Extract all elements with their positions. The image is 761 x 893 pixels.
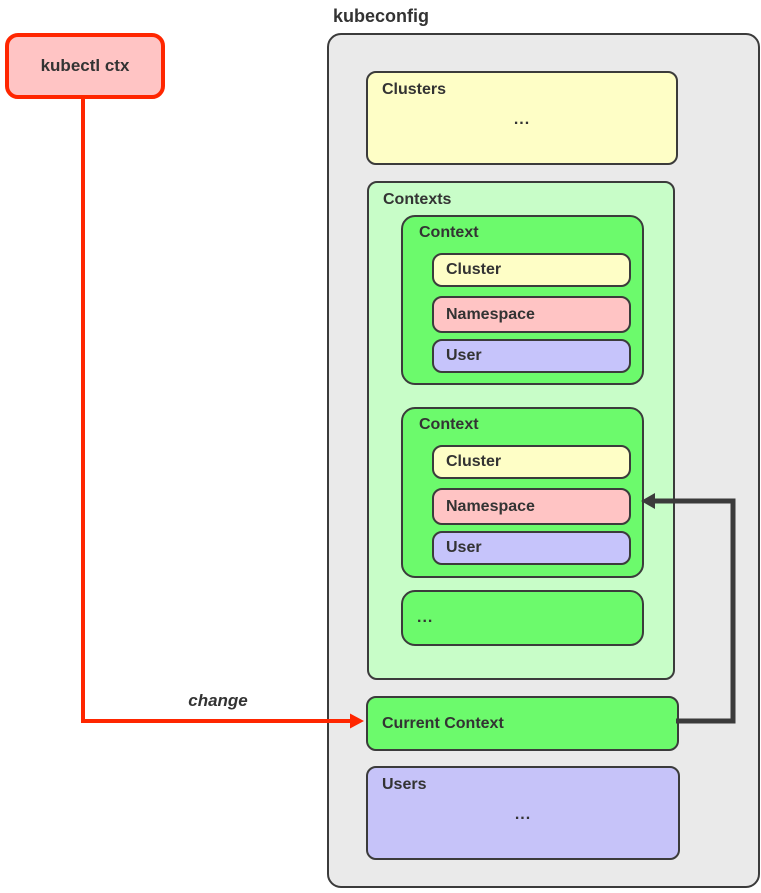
change-arrow-line — [81, 97, 350, 723]
context-1-user-field: User — [432, 339, 631, 373]
current-context-label: Current Context — [382, 714, 504, 732]
kubeconfig-title: kubeconfig — [333, 6, 430, 26]
current-context-box: Current Context — [366, 696, 679, 751]
context-ellipsis-box: ... — [401, 590, 644, 646]
context-2-namespace-field: Namespace — [432, 488, 631, 525]
context-ellipsis: ... — [417, 609, 434, 626]
kubectl-ctx-label: kubectl ctx — [40, 56, 130, 75]
contexts-label: Contexts — [383, 191, 452, 208]
context-1-user-label: User — [446, 347, 482, 364]
clusters-ellipsis: ... — [513, 111, 531, 128]
kubeconfig-container: Clusters ... Contexts Context Cluster Na… — [327, 33, 760, 888]
context-2-cluster-label: Cluster — [446, 453, 502, 470]
users-box: Users ... — [366, 766, 680, 860]
contexts-box: Contexts Context Cluster Namespace User … — [367, 181, 675, 680]
context-1-cluster-field: Cluster — [432, 253, 631, 287]
clusters-box: Clusters ... — [366, 71, 678, 165]
context-2-cluster-field: Cluster — [432, 445, 631, 479]
context-box-2: Context Cluster Namespace User — [401, 407, 644, 578]
context-2-namespace-label: Namespace — [446, 497, 535, 515]
context-2-user-label: User — [446, 539, 482, 556]
context-2-user-field: User — [432, 531, 631, 565]
context-1-namespace-label: Namespace — [446, 305, 535, 323]
context-box-1: Context Cluster Namespace User — [401, 215, 644, 385]
context-1-label: Context — [419, 224, 479, 241]
context-2-label: Context — [419, 416, 479, 433]
clusters-label: Clusters — [382, 81, 447, 98]
users-ellipsis: ... — [514, 806, 532, 823]
kubectl-ctx-box: kubectl ctx — [5, 33, 165, 99]
change-arrow-label: change — [188, 691, 248, 710]
users-label: Users — [382, 776, 427, 793]
context-1-namespace-field: Namespace — [432, 296, 631, 333]
context-1-cluster-label: Cluster — [446, 261, 502, 278]
